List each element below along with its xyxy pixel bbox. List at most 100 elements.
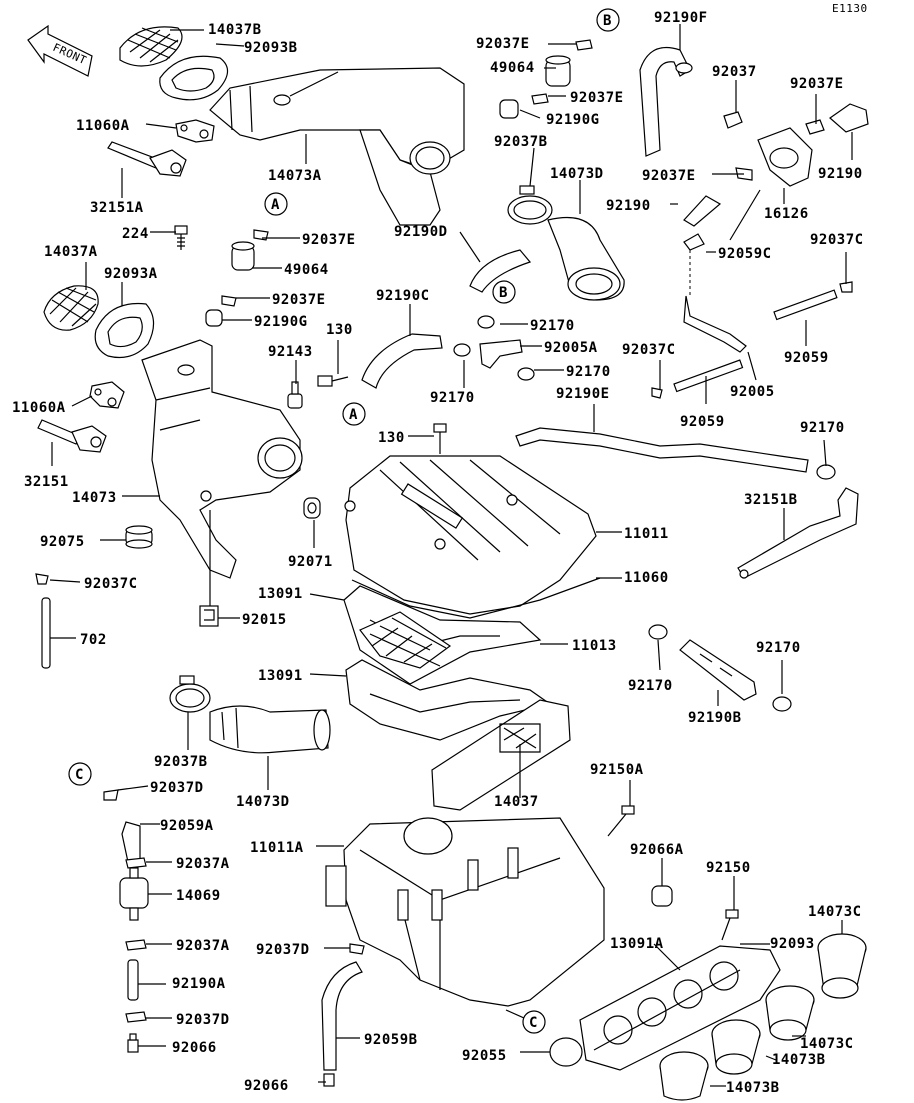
label-92190d: 92190D	[394, 224, 448, 240]
tube-702	[41, 597, 51, 669]
valve-16126	[757, 127, 813, 187]
mesh-filter-14037a	[43, 285, 99, 331]
clip-92037	[723, 111, 743, 129]
label-14073b: 14073B	[772, 1052, 826, 1068]
label-92037e-a2: 92037E	[272, 292, 326, 308]
bolt-92150	[721, 909, 739, 941]
label-92015: 92015	[242, 612, 287, 628]
gasket-11060a-mid	[89, 381, 125, 409]
label-32151b: 32151B	[744, 492, 798, 508]
label-92190e: 92190E	[556, 386, 610, 402]
bolt-224	[174, 225, 188, 250]
label-130-a: 130	[326, 322, 353, 338]
label-49064-b: 49064	[490, 60, 535, 76]
label-224: 224	[122, 226, 149, 242]
label-92190a: 92190A	[172, 976, 226, 992]
label-92071: 92071	[288, 554, 333, 570]
diagram-code: E1130	[832, 2, 868, 15]
label-92037b-top: 92037B	[494, 134, 548, 150]
hose-92190b	[679, 639, 757, 701]
label-32151a: 32151A	[90, 200, 144, 216]
gasket-11060a-top	[175, 119, 215, 143]
label-92170-b: 92170	[566, 364, 611, 380]
label-92037c-left: 92037C	[84, 576, 138, 592]
airbox-cover-11011	[344, 455, 597, 615]
label-92075: 92075	[40, 534, 85, 550]
hose-92059a	[121, 821, 141, 863]
label-92170-r: 92170	[800, 420, 845, 436]
label-92143: 92143	[268, 344, 313, 360]
label-92037e-r1: 92037E	[790, 76, 844, 92]
label-11060: 11060	[624, 570, 669, 586]
label-14073a: 14073A	[268, 168, 322, 184]
label-11060a-top: 11060A	[76, 118, 130, 134]
bolt-92150a	[607, 805, 635, 837]
label-92170-e: 92170	[756, 640, 801, 656]
callout-a-top: A	[264, 192, 288, 216]
grommet-92075	[125, 525, 153, 549]
cap-92066a	[651, 885, 673, 907]
label-92037c-r1: 92037C	[810, 232, 864, 248]
clamp-92015	[199, 605, 219, 627]
label-14037a: 14037A	[44, 244, 98, 260]
label-92059-r2: 92059	[680, 414, 725, 430]
label-14073d-bottom: 14073D	[236, 794, 290, 810]
label-92059a: 92059A	[160, 818, 214, 834]
pipe-32151	[37, 419, 107, 453]
funnel-14073b-a	[711, 1019, 761, 1075]
clamp-92170-r	[816, 464, 836, 480]
label-92190g-a: 92190G	[254, 314, 308, 330]
svg-text:B: B	[603, 13, 612, 29]
label-92037e-a1: 92037E	[302, 232, 356, 248]
label-92170-c: 92170	[430, 390, 475, 406]
clip-92037a-b	[125, 939, 147, 951]
tube-92190a	[127, 959, 139, 1001]
front-arrow-icon: FRONT	[27, 24, 93, 77]
label-14073: 14073	[72, 490, 117, 506]
label-92066-a: 92066	[172, 1040, 217, 1056]
filter-element-11013	[359, 611, 452, 669]
label-92190-r2: 92190	[606, 198, 651, 214]
hose-92190f	[639, 46, 691, 157]
label-14069: 14069	[176, 888, 221, 904]
svg-text:B: B	[499, 285, 508, 301]
label-92037e-b2: 92037E	[570, 90, 624, 106]
label-92170-d: 92170	[628, 678, 673, 694]
label-130-b: 130	[378, 430, 405, 446]
label-92037e-r2: 92037E	[642, 168, 696, 184]
label-92066-b: 92066	[244, 1078, 289, 1094]
label-92093b: 92093B	[244, 40, 298, 56]
valve-49064-a	[205, 229, 269, 327]
label-92005a: 92005A	[544, 340, 598, 356]
clip-92037d-c	[349, 943, 365, 955]
hose-92190e	[515, 427, 809, 473]
clamp-92170-e	[772, 696, 792, 712]
funnel-14073c-a	[817, 933, 867, 999]
label-92037d-a: 92037D	[150, 780, 204, 796]
label-92066a: 92066A	[630, 842, 684, 858]
leader-lines	[49, 24, 853, 1087]
label-92190g-b: 92190G	[546, 112, 600, 128]
label-92059b: 92059B	[364, 1032, 418, 1048]
label-92170-a: 92170	[530, 318, 575, 334]
clamp-92170-a	[477, 315, 495, 329]
svg-text:A: A	[349, 407, 358, 423]
clip-92037d-a	[103, 789, 119, 801]
filter-14037	[431, 699, 571, 811]
part-labels: 14037B 92093B 11060A 32151A 14073A 224 1…	[12, 10, 864, 1096]
label-92037: 92037	[712, 64, 757, 80]
pipe-32151b	[737, 487, 859, 579]
holder-13091a	[579, 945, 781, 1071]
duct-14073a	[209, 67, 465, 226]
label-92190b: 92190B	[688, 710, 742, 726]
cap-92066-a	[127, 1033, 139, 1053]
label-32151: 32151	[24, 474, 69, 490]
label-11011a: 11011A	[250, 840, 304, 856]
clip-92037c-r2	[651, 387, 663, 399]
clip-92037a-a	[125, 857, 147, 869]
label-92150a: 92150A	[590, 762, 644, 778]
label-92190-r1: 92190	[818, 166, 863, 182]
bolt-130-b	[433, 423, 447, 454]
